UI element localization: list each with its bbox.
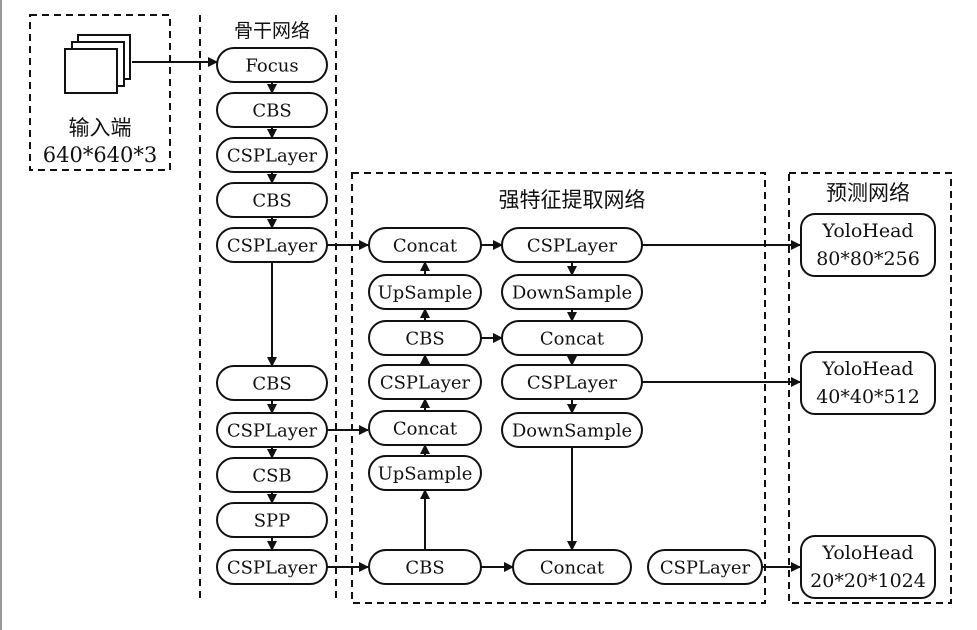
backbone-node: CSPLayer — [216, 549, 328, 585]
node-label: CSB — [252, 466, 291, 487]
head-frame — [788, 172, 952, 604]
head-size: 20*20*1024 — [810, 570, 926, 592]
node-label: UpSample — [378, 464, 473, 485]
backbone-node: CSPLayer — [216, 137, 328, 173]
node-label: CSPLayer — [660, 558, 751, 579]
node-label: Concat — [540, 329, 605, 350]
node-label: SPP — [254, 511, 291, 532]
backbone-node: CBS — [216, 182, 328, 218]
neck-node: CSPLayer — [501, 227, 643, 263]
neck-node: UpSample — [368, 455, 482, 491]
yolohead-node: YoloHead 40*40*512 — [800, 351, 936, 415]
node-label: CSPLayer — [380, 373, 471, 394]
node-label: CSPLayer — [227, 146, 318, 167]
input-size: 640*640*3 — [43, 143, 158, 167]
neck-node: CSPLayer — [501, 364, 643, 400]
neck-title: 强特征提取网络 — [499, 188, 646, 212]
head-size: 40*40*512 — [816, 386, 920, 408]
node-label: CBS — [405, 329, 444, 350]
node-label: CSPLayer — [227, 421, 318, 442]
node-label: Focus — [245, 56, 298, 77]
head-name: YoloHead — [821, 358, 913, 380]
backbone-node: Focus — [216, 47, 328, 83]
neck-node: Concat — [512, 549, 632, 585]
backbone-node: SPP — [216, 502, 328, 538]
neck-node: UpSample — [368, 274, 482, 310]
node-label: CBS — [252, 374, 291, 395]
backbone-node: CBS — [216, 92, 328, 128]
node-label: CBS — [252, 191, 291, 212]
image-stack-icon — [64, 34, 131, 94]
backbone-node: CSB — [216, 457, 328, 493]
head-size: 80*80*256 — [816, 248, 920, 270]
head-name: YoloHead — [821, 220, 913, 242]
node-label: CSPLayer — [227, 236, 318, 257]
neck-node: CSPLayer — [647, 549, 763, 585]
yolohead-node: YoloHead 80*80*256 — [800, 213, 936, 277]
node-label: CSPLayer — [527, 373, 618, 394]
input-frame — [29, 14, 171, 171]
node-label: Concat — [393, 419, 458, 440]
input-title: 输入端 — [69, 116, 132, 140]
node-label: DownSample — [512, 283, 632, 304]
head-name: YoloHead — [821, 542, 913, 564]
node-label: CSPLayer — [527, 236, 618, 257]
connections — [132, 57, 801, 572]
backbone-node: CSPLayer — [216, 227, 328, 263]
neck-node: CSPLayer — [368, 364, 482, 400]
neck-frame — [351, 172, 766, 604]
backbone-title: 骨干网络 — [234, 20, 310, 42]
neck-node: CBS — [368, 320, 482, 356]
node-label: DownSample — [512, 421, 632, 442]
node-label: UpSample — [378, 283, 473, 304]
neck-node: DownSample — [501, 412, 643, 448]
node-label: CBS — [252, 101, 291, 122]
head-title: 预测网络 — [826, 181, 910, 205]
neck-node: Concat — [501, 320, 643, 356]
neck-node: CBS — [368, 549, 482, 585]
neck-node: Concat — [368, 410, 482, 446]
node-label: CSPLayer — [227, 558, 318, 579]
backbone-node: CBS — [216, 365, 328, 401]
section-frames — [29, 14, 952, 604]
node-label: CBS — [405, 558, 444, 579]
neck-node: Concat — [368, 227, 482, 263]
yolohead-node: YoloHead 20*20*1024 — [800, 535, 936, 599]
neck-node: DownSample — [501, 274, 643, 310]
node-label: Concat — [540, 558, 605, 579]
node-label: Concat — [393, 236, 458, 257]
backbone-node: CSPLayer — [216, 412, 328, 448]
